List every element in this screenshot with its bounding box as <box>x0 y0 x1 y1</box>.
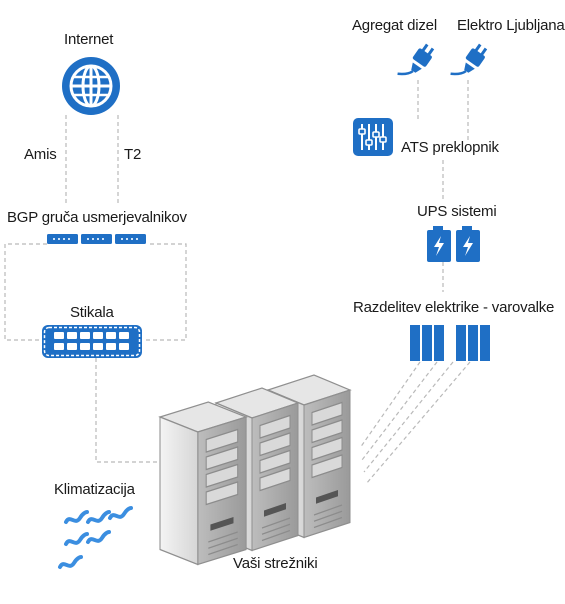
plug-icon <box>396 42 489 82</box>
klimatizacija-label: Klimatizacija <box>54 481 135 498</box>
agregat-label: Agregat dizel <box>352 17 437 34</box>
elektro-label: Elektro Ljubljana <box>457 17 565 34</box>
internet-label: Internet <box>64 31 114 48</box>
t2-label: T2 <box>124 146 142 163</box>
server-icon <box>159 374 351 566</box>
amis-label: Amis <box>24 146 57 163</box>
battery-icon <box>427 226 480 262</box>
switch-icon <box>42 325 142 358</box>
router-icon <box>47 234 146 244</box>
ats-label: ATS preklopnik <box>401 139 499 156</box>
stikala-label: Stikala <box>70 304 114 321</box>
bgp-label: BGP gruča usmerjevalnikov <box>7 209 187 226</box>
wave-icon <box>58 506 133 569</box>
ats-sliders-icon <box>353 118 393 156</box>
globe-icon <box>62 57 120 115</box>
ups-label: UPS sistemi <box>417 203 497 220</box>
servers-label: Vaši strežniki <box>233 555 318 572</box>
razdelitev-label: Razdelitev elektrike - varovalke <box>353 299 555 316</box>
connector-lines <box>4 80 471 485</box>
fuse-icon <box>410 325 490 361</box>
